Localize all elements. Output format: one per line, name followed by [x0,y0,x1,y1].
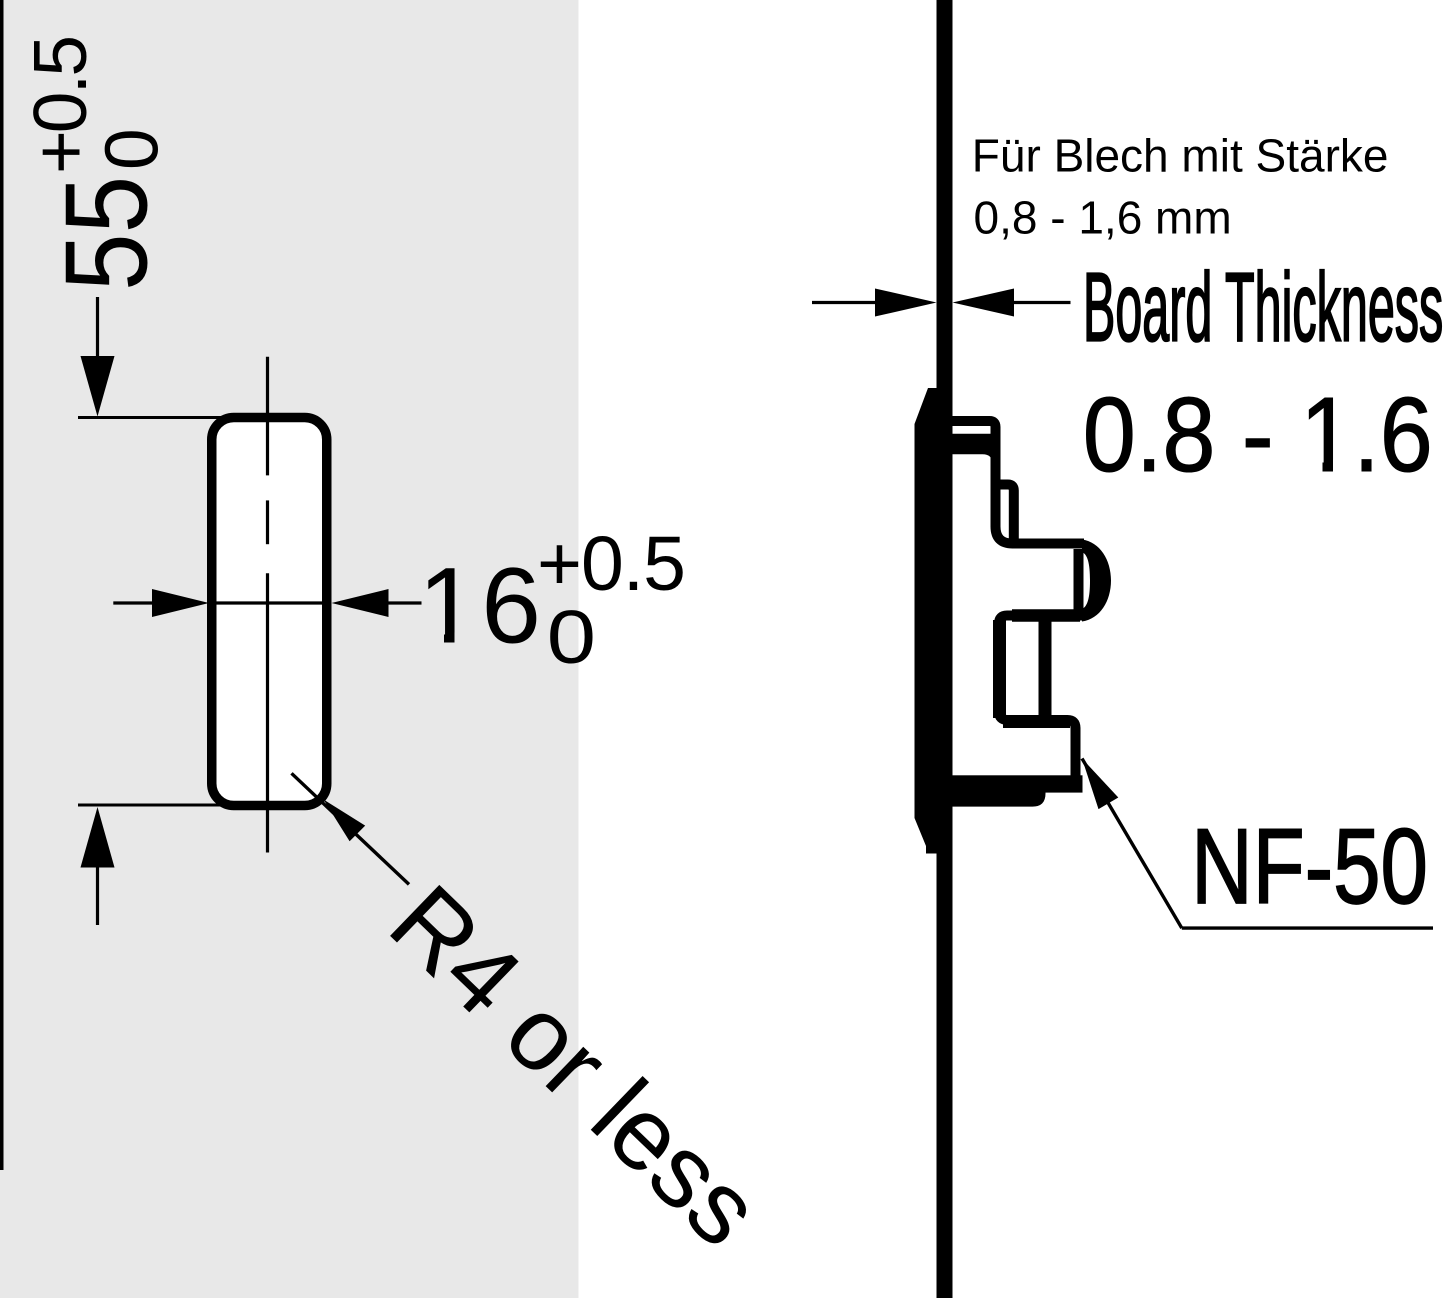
svg-text:16: 16 [418,545,545,665]
svg-text:55: 55 [42,176,172,291]
svg-text:+0.5: +0.5 [537,521,685,607]
svg-text:0,8 - 1,6 mm: 0,8 - 1,6 mm [974,192,1232,244]
svg-text:+0.5: +0.5 [18,38,102,174]
svg-text:0: 0 [90,128,174,170]
svg-text:Für Blech mit Stärke: Für Blech mit Stärke [972,129,1389,181]
svg-text:Board Thickness: Board Thickness [1083,255,1443,363]
svg-text:0.8 - 1.6: 0.8 - 1.6 [1083,376,1433,494]
svg-text:0: 0 [547,596,596,679]
svg-text:NF-50: NF-50 [1191,808,1428,926]
